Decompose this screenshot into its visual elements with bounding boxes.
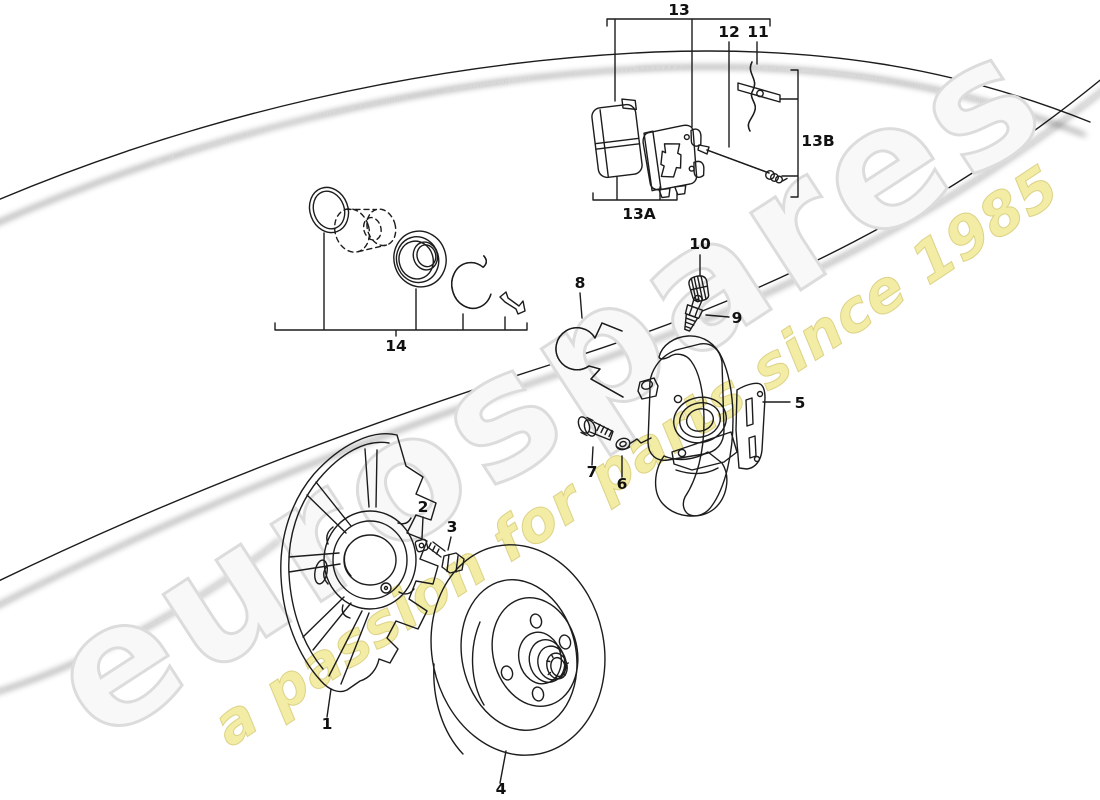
leader-4	[499, 750, 507, 784]
lock-nut	[615, 437, 652, 451]
leader-7	[591, 446, 594, 466]
swoosh-edge-lower	[0, 79, 1100, 582]
seal-kit-group	[308, 186, 526, 315]
bracket-13	[606, 18, 771, 128]
callout-label-1: 1	[322, 715, 333, 733]
splash-shield	[280, 433, 439, 693]
swoosh-band-lower	[0, 91, 1100, 606]
washer	[414, 538, 429, 553]
caliper-lower-lobe	[654, 451, 728, 517]
brake-disc	[430, 544, 606, 756]
caliper-body	[647, 343, 725, 461]
callout-label-14: 14	[385, 337, 407, 355]
leader-2	[421, 516, 424, 539]
swoosh-background	[0, 50, 1100, 692]
bracket-13A	[592, 176, 678, 201]
callout-label-13: 13	[668, 1, 690, 19]
callout-label-12: 12	[718, 23, 740, 41]
hex-bolt	[427, 541, 465, 574]
caliper-lower-step	[671, 431, 738, 471]
callout-labels: 1 2 3 4 5 6 7 8 9 10 11 12 13 13A 13B 14	[322, 1, 835, 798]
bracket-13B	[779, 69, 799, 198]
callout-label-5: 5	[795, 394, 806, 412]
cross-spring	[737, 61, 781, 132]
dust-boot-seal	[393, 230, 447, 288]
callout-label-10: 10	[689, 235, 711, 253]
caliper-piston-hidden	[333, 208, 397, 253]
callout-label-8: 8	[575, 274, 586, 292]
caliper-outboard-plate	[735, 382, 766, 470]
callout-label-6: 6	[617, 475, 628, 493]
leader-9	[705, 314, 730, 318]
brake-caliper	[637, 335, 766, 517]
bracket-14	[274, 232, 528, 337]
callout-label-2: 2	[418, 498, 429, 516]
brake-pad-inner	[591, 98, 643, 179]
callout-label-13A: 13A	[622, 205, 656, 223]
callout-leaders	[274, 18, 799, 784]
retaining-clip	[499, 291, 526, 315]
snap-ring	[451, 255, 492, 310]
disc-hub-boss	[517, 631, 569, 685]
leader-1	[326, 688, 332, 718]
callout-label-4: 4	[496, 780, 507, 798]
callout-label-7: 7	[587, 463, 598, 481]
callout-label-13B: 13B	[801, 132, 834, 150]
caliper-mount-boss	[637, 377, 659, 400]
brake-pad-outer	[642, 124, 705, 199]
leader-8	[579, 292, 583, 319]
swoosh-edge-upper	[0, 50, 1091, 200]
caliper-bridge-arm	[658, 335, 734, 517]
swoosh-band-corner	[0, 539, 281, 692]
leader-3	[447, 536, 452, 551]
spring-clip	[555, 322, 624, 398]
callout-label-11: 11	[747, 23, 769, 41]
o-ring-seal	[308, 186, 350, 234]
retaining-pin	[697, 144, 788, 184]
callout-label-9: 9	[732, 309, 743, 327]
caliper-bolt	[577, 416, 614, 441]
swoosh-band-upper	[0, 66, 1086, 223]
callout-label-3: 3	[447, 518, 458, 536]
bleeder-valve	[684, 294, 704, 332]
caliper-piston-bore	[673, 396, 727, 444]
